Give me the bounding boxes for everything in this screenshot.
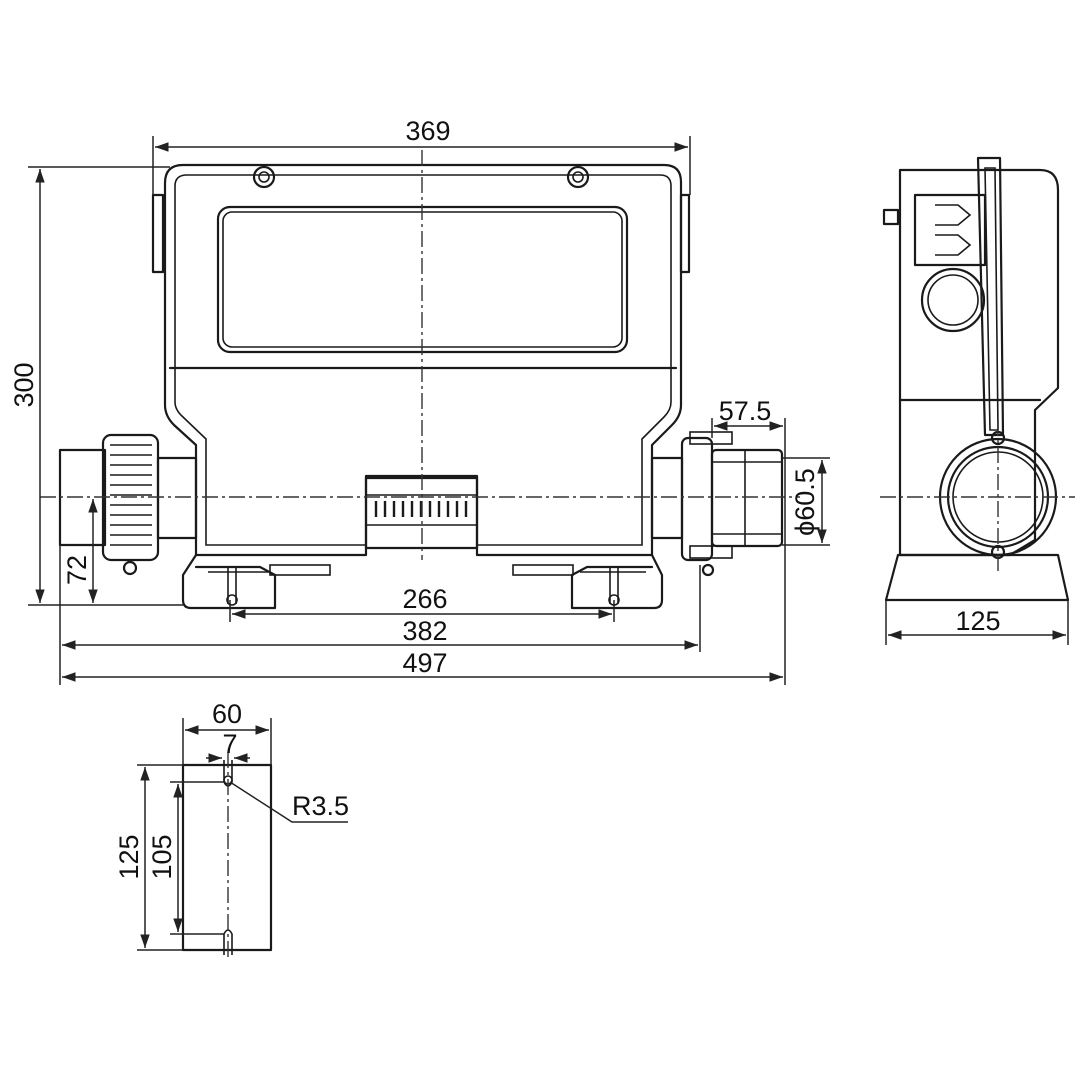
dim-outlet-depth: 57.5 — [719, 396, 772, 426]
side-base — [884, 553, 1070, 602]
dim-top-width: 369 — [405, 116, 450, 146]
dim-side-depth: 125 — [955, 606, 1000, 636]
mount-foot-left — [181, 553, 331, 610]
bracket-detail — [181, 752, 348, 960]
outlet-union — [650, 431, 784, 577]
dim-slot-spacing: 105 — [147, 834, 177, 879]
dim-slot-radius: R3.5 — [292, 791, 349, 821]
screw-right — [566, 165, 590, 189]
dim-mount-spacing: 266 — [402, 584, 447, 614]
dim-pipe-diameter: ϕ60.5 — [790, 468, 820, 536]
dim-height: 300 — [9, 362, 39, 407]
front-view — [40, 150, 800, 610]
bracket-plate — [181, 763, 273, 952]
dim-slot-width: 7 — [222, 729, 237, 759]
mount-foot-right — [512, 553, 664, 610]
screw-left — [252, 165, 276, 189]
dimension-lines — [28, 136, 1069, 951]
side-housing-outline — [898, 168, 1060, 557]
dim-bracket-height: 125 — [114, 834, 144, 879]
dim-inlet-height: 72 — [62, 555, 92, 585]
dim-body-width: 382 — [402, 616, 447, 646]
housing-outline — [163, 163, 683, 557]
dim-overall-width: 497 — [402, 648, 447, 678]
side-view — [880, 156, 1075, 602]
dim-bracket-width: 60 — [212, 699, 242, 729]
dimension-labels: 369 300 72 57.5 ϕ60.5 266 382 497 125 60… — [9, 116, 1001, 880]
inlet-union — [58, 433, 198, 576]
